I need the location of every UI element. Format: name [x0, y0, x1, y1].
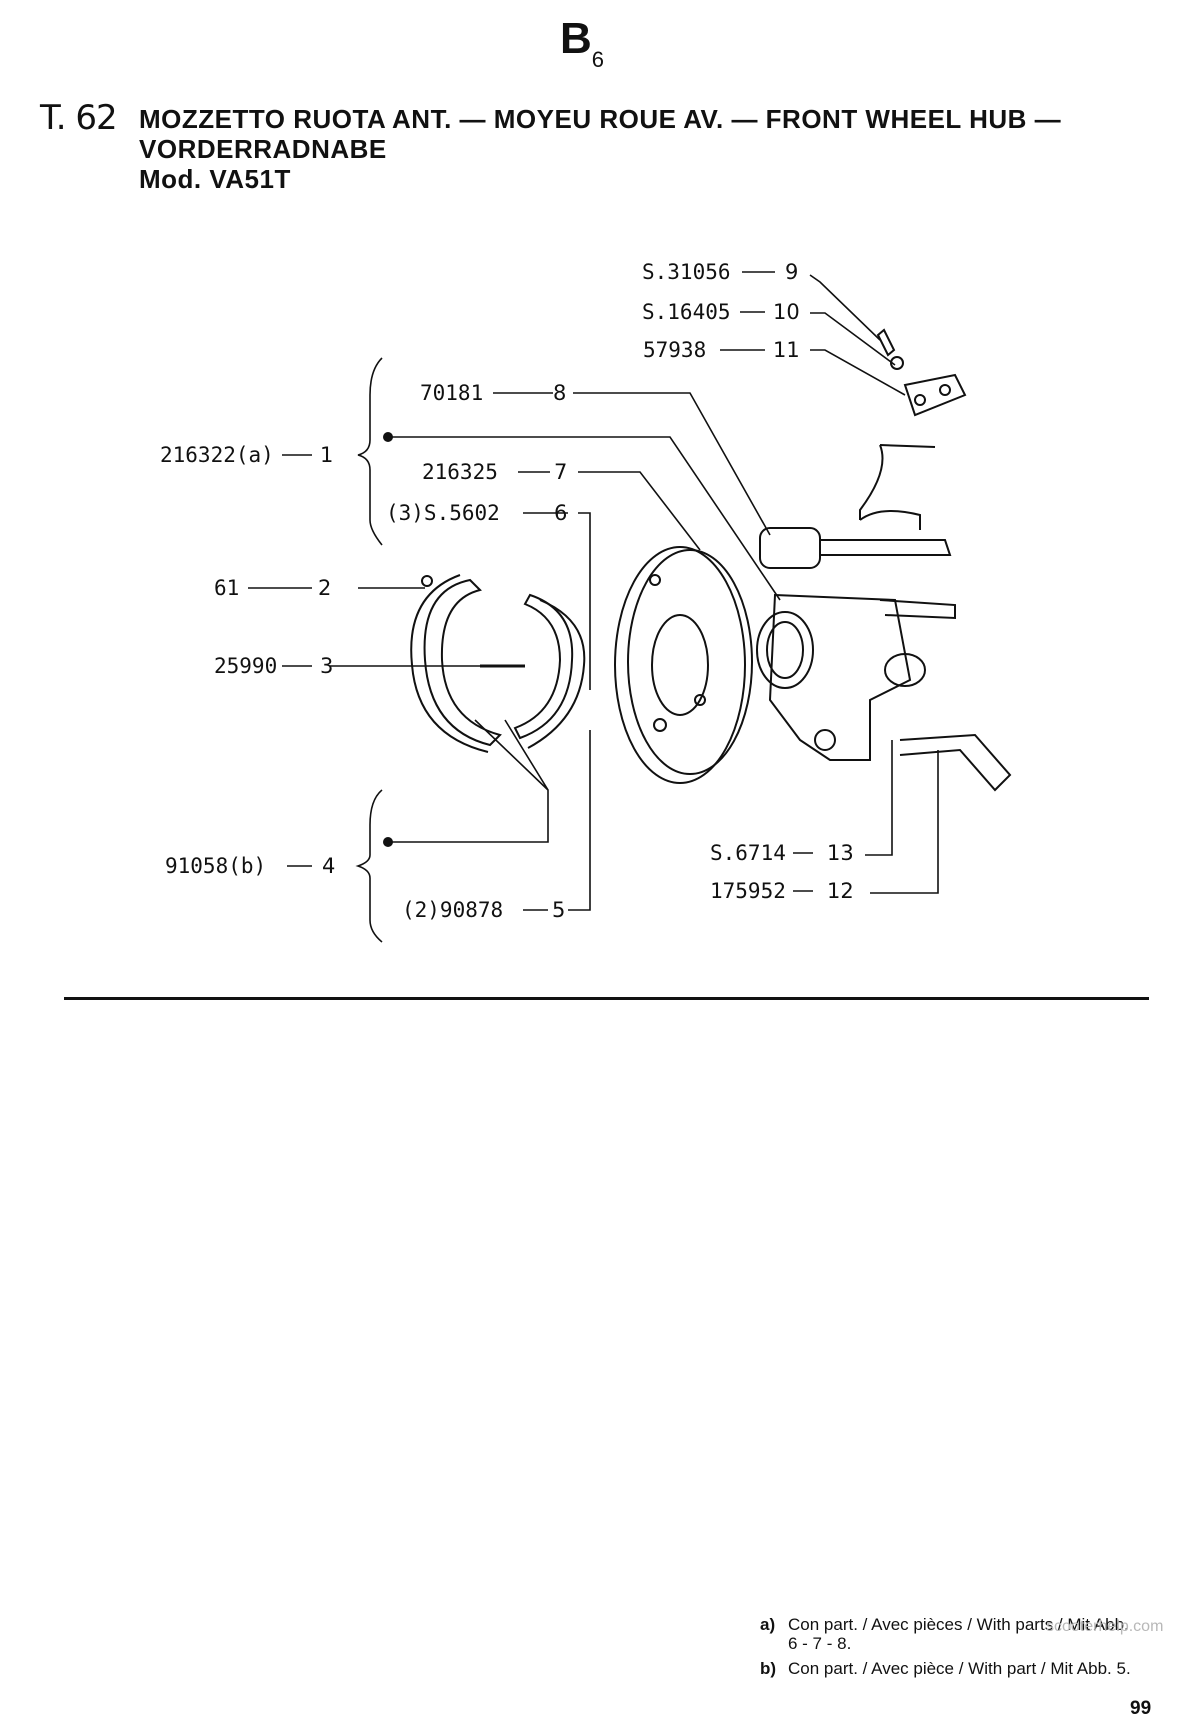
part-code-13: S.6714 [710, 841, 786, 865]
part-ref-6: 6 [554, 501, 568, 525]
part-code-2: 61 [214, 576, 240, 600]
footnote-a: a) Con part. / Avec pièces / With parts /… [760, 1615, 1131, 1634]
page-title: MOZZETTO RUOTA ANT. — MOYEU ROUE AV. — F… [139, 104, 1061, 194]
brake-plate-drawing [614, 546, 753, 784]
part-code-6: (3)S.5602 [386, 501, 500, 525]
part-code-9: S.31056 [642, 260, 731, 284]
bolt-washer-plate-drawing [876, 328, 967, 417]
page-number: 99 [1130, 1698, 1152, 1719]
part-ref-10: 10 [773, 300, 800, 324]
dot-group-4 [383, 837, 393, 847]
part-ref-3: 3 [320, 654, 334, 678]
part-code-3: 25990 [214, 654, 278, 678]
part-ref-13: 13 [827, 841, 854, 865]
section-letter: B [560, 14, 592, 63]
leader-1 [388, 436, 781, 601]
brace-group-1 [357, 357, 383, 546]
part-code-5: (2)90878 [402, 898, 504, 922]
part-code-10: S.16405 [642, 300, 731, 324]
leader-7 [578, 471, 701, 551]
part-code-8: 70181 [420, 381, 484, 405]
section-code: B6 [560, 14, 605, 72]
leader-12 [870, 750, 939, 894]
leader-9 [809, 274, 881, 341]
part-code-4: 91058(b) [165, 854, 267, 878]
part-code-7: 216325 [422, 460, 498, 484]
part-code-12: 175952 [710, 879, 786, 903]
leader-6 [578, 512, 591, 690]
footnote-a-key: a) [760, 1615, 776, 1634]
part-ref-12: 12 [827, 879, 854, 903]
leader-11 [810, 349, 906, 396]
footnote-b-key: b) [760, 1659, 777, 1678]
footnote-b: b) Con part. / Avec pièce / With part / M… [760, 1659, 1131, 1678]
title-line-2: VORDERRADNABE [139, 134, 387, 164]
part-ref-1: 1 [320, 443, 334, 467]
title-line-1: MOZZETTO RUOTA ANT. — MOYEU ROUE AV. — F… [139, 104, 1062, 134]
footnotes: a) Con part. / Avec pièces / With parts /… [760, 1615, 1131, 1678]
title-line-3: Mod. VA51T [139, 164, 291, 194]
part-ref-2: 2 [318, 576, 332, 600]
footnote-a-text-2: 6 - 7 - 8. [788, 1634, 852, 1653]
part-ref-7: 7 [554, 460, 568, 484]
section-index: 6 [591, 46, 605, 72]
leader-4 [388, 719, 549, 843]
leader-8 [573, 392, 771, 536]
hub-drawing [756, 444, 1012, 792]
section-divider [64, 997, 1149, 1000]
leader-10 [810, 312, 896, 366]
part-code-1: 216322(a) [160, 443, 274, 467]
footnote-a-text-1: Con part. / Avec pièces / With parts / M… [788, 1615, 1129, 1634]
part-ref-4: 4 [322, 854, 336, 878]
part-ref-8: 8 [553, 381, 567, 405]
part-ref-9: 9 [785, 260, 799, 284]
part-ref-11: 11 [773, 338, 800, 362]
part-ref-5: 5 [552, 898, 566, 922]
leader-13 [865, 740, 893, 856]
dot-group-1 [383, 432, 393, 442]
footnote-b-text: Con part. / Avec pièce / With part / Mit… [788, 1659, 1131, 1678]
brace-group-4 [355, 789, 383, 943]
brake-shoes-drawing [410, 574, 586, 753]
table-number: T. 62 [40, 98, 118, 138]
leader-5 [568, 730, 591, 911]
part-code-11: 57938 [643, 338, 707, 362]
watermark: scooterhelp.com [1046, 1618, 1164, 1635]
